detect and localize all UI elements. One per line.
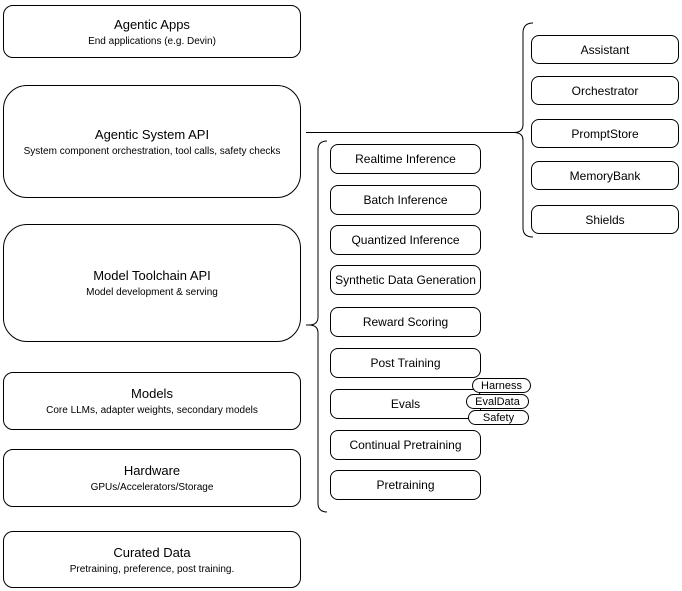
node-title: Curated Data — [113, 544, 191, 560]
node-memorybank: MemoryBank — [531, 161, 679, 190]
node-label: Evals — [390, 397, 421, 411]
node-label: PromptStore — [571, 126, 639, 141]
node-orchestrator: Orchestrator — [531, 76, 679, 105]
node-promptstore: PromptStore — [531, 119, 679, 148]
node-title: Agentic Apps — [114, 16, 190, 32]
node-subtitle: System component orchestration, tool cal… — [23, 145, 281, 157]
node-label: Continual Pretraining — [349, 438, 462, 452]
node-title: Hardware — [123, 463, 181, 478]
node-models: Models Core LLMs, adapter weights, secon… — [3, 372, 301, 430]
node-pretraining: Pretraining — [330, 470, 481, 500]
node-label: Synthetic Data Generation — [335, 273, 476, 287]
node-hardware: Hardware GPUs/Accelerators/Storage — [3, 449, 301, 507]
node-subtitle: Core LLMs, adapter weights, secondary mo… — [46, 405, 258, 416]
node-title: Agentic System API — [94, 126, 210, 142]
node-model-toolchain-api: Model Toolchain API Model development & … — [3, 224, 301, 342]
node-shields: Shields — [531, 205, 679, 234]
brace-toolchain — [306, 140, 328, 513]
node-curated-data: Curated Data Pretraining, preference, po… — [3, 531, 301, 588]
pill-safety: Safety — [468, 410, 529, 425]
node-title: Models — [131, 386, 173, 401]
node-subtitle: GPUs/Accelerators/Storage — [90, 482, 214, 493]
node-subtitle: End applications (e.g. Devin) — [88, 35, 216, 47]
node-continual-pretraining: Continual Pretraining — [330, 430, 481, 460]
node-label: Batch Inference — [363, 193, 448, 207]
pill-evaldata: EvalData — [466, 394, 529, 409]
pill-label: EvalData — [475, 395, 520, 408]
node-reward-scoring: Reward Scoring — [330, 307, 481, 337]
node-post-training: Post Training — [330, 348, 481, 378]
node-quantized-inference: Quantized Inference — [330, 225, 481, 255]
node-title: Model Toolchain API — [93, 268, 211, 283]
node-batch-inference: Batch Inference — [330, 185, 481, 215]
node-agentic-apps: Agentic Apps End applications (e.g. Devi… — [3, 5, 301, 58]
pill-label: Harness — [481, 379, 522, 392]
node-label: Post Training — [370, 356, 441, 370]
node-label: Pretraining — [376, 478, 435, 492]
node-label: Reward Scoring — [362, 315, 449, 329]
node-assistant: Assistant — [531, 35, 679, 64]
node-label: Orchestrator — [571, 83, 639, 98]
node-subtitle: Model development & serving — [86, 287, 218, 298]
node-agentic-system-api: Agentic System API System component orch… — [3, 85, 301, 198]
node-label: Realtime Inference — [355, 152, 456, 166]
node-label: MemoryBank — [569, 168, 641, 183]
node-synthetic-data-generation: Synthetic Data Generation — [330, 265, 481, 295]
node-label: Shields — [585, 212, 625, 227]
node-label: Quantized Inference — [351, 233, 460, 247]
node-realtime-inference: Realtime Inference — [330, 144, 481, 174]
pill-label: Safety — [482, 411, 515, 424]
pill-harness: Harness — [472, 378, 531, 393]
node-label: Assistant — [580, 42, 630, 57]
node-subtitle: Pretraining, preference, post training. — [69, 563, 235, 575]
node-evals: Evals — [330, 389, 481, 419]
